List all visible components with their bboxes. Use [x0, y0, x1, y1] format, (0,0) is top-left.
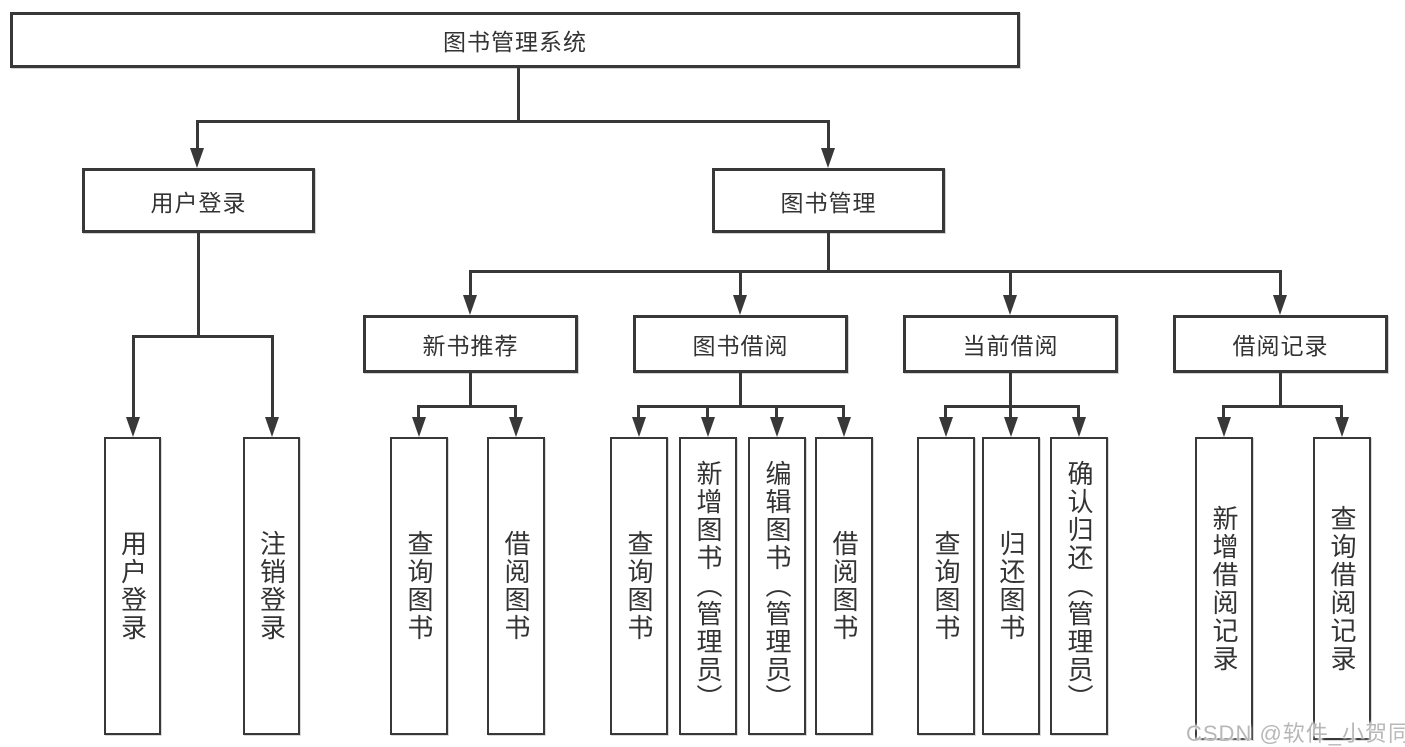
- connector-hline: [417, 405, 517, 408]
- connector-hline: [196, 120, 830, 123]
- node-root: 图书管理系统: [10, 12, 1020, 68]
- connector-drop: [1222, 405, 1225, 418]
- leaf-add-books-admin-label: 新增图书（管理员）: [693, 460, 723, 712]
- leaf-query-books-borrowing-label: 查询图书: [624, 530, 654, 642]
- leaf-query-books-recommend: 查询图书: [390, 437, 448, 735]
- node-book-borrowing: 图书借阅: [633, 315, 848, 373]
- connector-drop: [827, 120, 830, 149]
- node-current-borrowing: 当前借阅: [903, 315, 1118, 373]
- connector-stem: [1009, 373, 1012, 405]
- leaf-query-books-borrowing: 查询图书: [610, 437, 668, 735]
- connector-drop: [132, 335, 135, 418]
- connector-hline: [132, 335, 273, 338]
- node-book-management: 图书管理: [712, 168, 945, 233]
- connector-stem: [469, 373, 472, 405]
- connector-stem: [739, 373, 742, 405]
- leaf-edit-books-admin: 编辑图书（管理员）: [748, 437, 806, 735]
- connector-stem: [517, 68, 520, 120]
- arrowhead-down-icon: [837, 417, 851, 437]
- arrowhead-down-icon: [1335, 417, 1349, 437]
- arrowhead-down-icon: [733, 295, 747, 315]
- leaf-borrow-books-recommend-label: 借阅图书: [501, 530, 531, 642]
- leaf-return-books-label: 归还图书: [996, 530, 1026, 642]
- leaf-query-books-current: 查询图书: [917, 437, 975, 735]
- node-new-book-recommend: 新书推荐: [363, 315, 578, 373]
- leaf-query-books-recommend-label: 查询图书: [404, 530, 434, 642]
- leaf-confirm-return-admin: 确认归还（管理员）: [1050, 437, 1108, 735]
- connector-hline: [469, 270, 1281, 273]
- arrowhead-down-icon: [509, 417, 523, 437]
- connector-drop: [706, 405, 709, 418]
- node-current-borrowing-label: 当前借阅: [962, 333, 1059, 359]
- connector-drop: [739, 270, 742, 297]
- connector-stem: [827, 233, 830, 270]
- connector-drop: [1279, 270, 1282, 297]
- leaf-return-books: 归还图书: [982, 437, 1040, 735]
- leaf-logout-label: 注销登录: [256, 530, 287, 642]
- connector-stem: [1279, 373, 1282, 405]
- node-user-login-label: 用户登录: [150, 189, 247, 216]
- connector-drop: [196, 120, 199, 149]
- leaf-edit-books-admin-label: 编辑图书（管理员）: [762, 460, 792, 712]
- node-root-label: 图书管理系统: [443, 29, 587, 55]
- connector-drop: [637, 405, 640, 418]
- node-borrowing-records: 借阅记录: [1173, 315, 1388, 373]
- connector-drop: [944, 405, 947, 418]
- arrowhead-down-icon: [190, 148, 204, 168]
- node-user-login: 用户登录: [82, 168, 315, 233]
- connector-hline: [944, 405, 1080, 408]
- csdn-watermark: CSDN @软件_小贺同学: [1186, 721, 1405, 746]
- arrowhead-down-icon: [1072, 417, 1086, 437]
- arrowhead-down-icon: [821, 148, 835, 168]
- connector-hline: [1222, 405, 1343, 408]
- connector-drop: [1009, 405, 1012, 418]
- connector-drop: [1009, 270, 1012, 297]
- node-book-borrowing-label: 图书借阅: [692, 333, 789, 359]
- leaf-borrow-books: 借阅图书: [815, 437, 873, 735]
- arrowhead-down-icon: [701, 417, 715, 437]
- leaf-borrow-books-label: 借阅图书: [829, 530, 859, 642]
- leaf-add-books-admin: 新增图书（管理员）: [679, 437, 737, 735]
- arrowhead-down-icon: [463, 295, 477, 315]
- leaf-query-books-current-label: 查询图书: [931, 530, 961, 642]
- leaf-user-login-label: 用户登录: [117, 530, 148, 642]
- leaf-borrow-books-recommend: 借阅图书: [487, 437, 545, 735]
- connector-drop: [417, 405, 420, 418]
- arrowhead-down-icon: [126, 417, 140, 437]
- leaf-add-borrow-record-label: 新增借阅记录: [1209, 504, 1239, 673]
- arrowhead-down-icon: [1217, 417, 1231, 437]
- arrowhead-down-icon: [1273, 295, 1287, 315]
- leaf-user-login: 用户登录: [104, 437, 161, 735]
- arrowhead-down-icon: [1004, 417, 1018, 437]
- leaf-logout: 注销登录: [243, 437, 300, 735]
- connector-drop: [1077, 405, 1080, 418]
- connector-hline: [637, 405, 845, 408]
- leaf-confirm-return-admin-label: 确认归还（管理员）: [1064, 460, 1094, 712]
- leaf-query-borrow-record-label: 查询借阅记录: [1327, 504, 1357, 673]
- connector-drop: [271, 335, 274, 418]
- connector-drop: [514, 405, 517, 418]
- arrowhead-down-icon: [412, 417, 426, 437]
- connector-drop: [775, 405, 778, 418]
- connector-drop: [469, 270, 472, 297]
- arrowhead-down-icon: [939, 417, 953, 437]
- leaf-add-borrow-record: 新增借阅记录: [1195, 437, 1253, 740]
- arrowhead-down-icon: [770, 417, 784, 437]
- arrowhead-down-icon: [632, 417, 646, 437]
- leaf-query-borrow-record: 查询借阅记录: [1313, 437, 1371, 740]
- arrowhead-down-icon: [265, 417, 279, 437]
- node-borrowing-records-label: 借阅记录: [1232, 333, 1329, 359]
- arrowhead-down-icon: [1003, 295, 1017, 315]
- node-new-book-recommend-label: 新书推荐: [422, 333, 519, 359]
- connector-drop: [1340, 405, 1343, 418]
- connector-drop: [842, 405, 845, 418]
- connector-stem: [197, 233, 200, 335]
- node-book-management-label: 图书管理: [780, 189, 877, 216]
